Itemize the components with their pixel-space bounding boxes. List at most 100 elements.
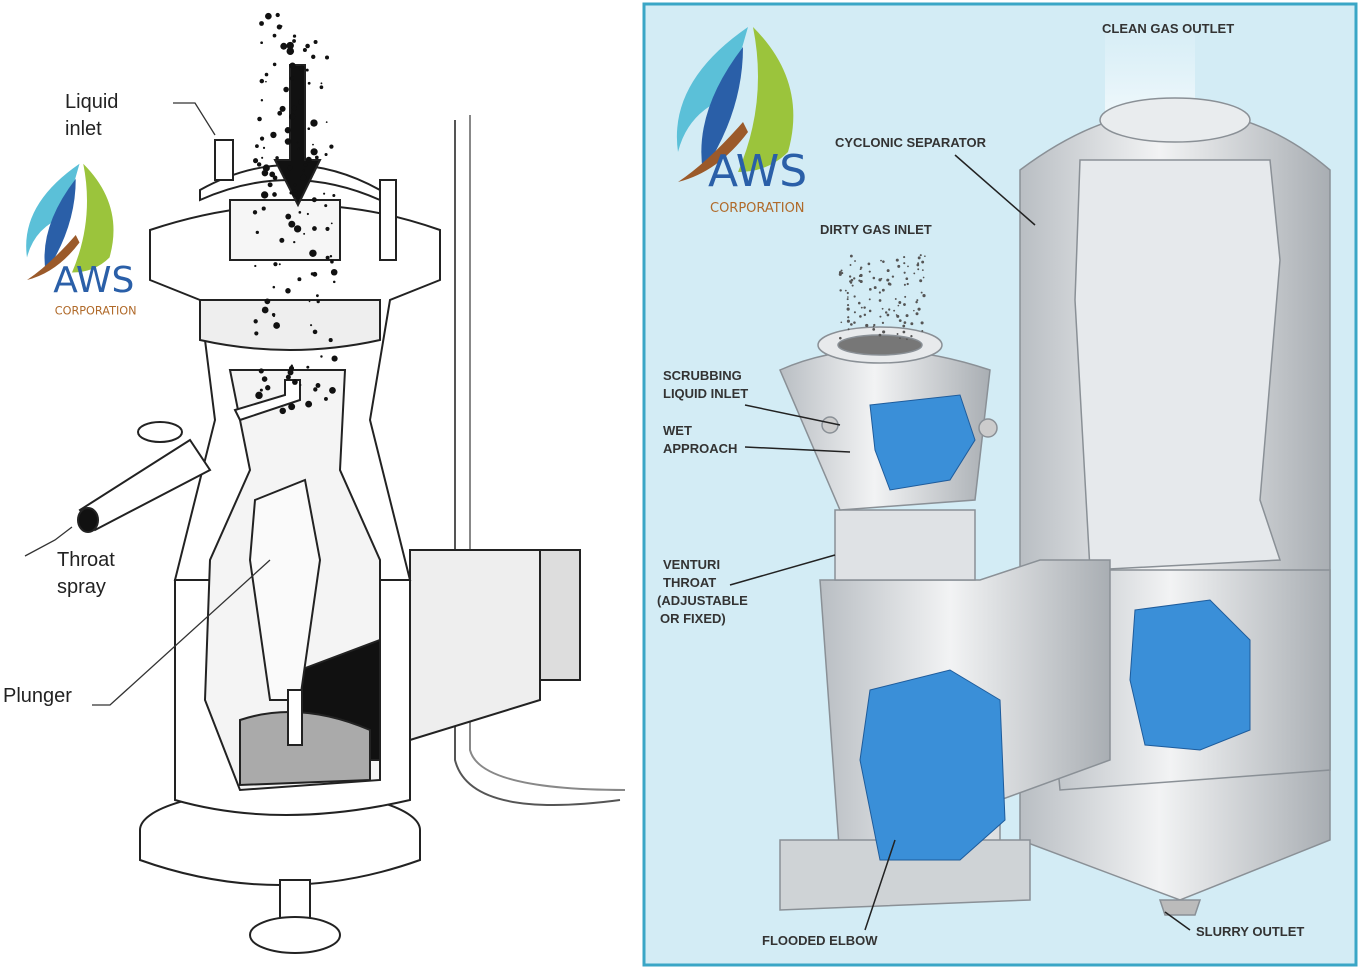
particle	[265, 80, 267, 83]
particle	[920, 321, 924, 325]
particle	[261, 156, 264, 159]
particle	[906, 338, 908, 341]
particle	[259, 136, 265, 141]
particle	[846, 304, 850, 307]
particle	[262, 146, 266, 149]
particle	[878, 333, 882, 337]
particle	[311, 197, 317, 203]
particle	[272, 285, 276, 289]
particle	[298, 65, 305, 72]
particle	[886, 313, 890, 317]
particle	[868, 270, 871, 273]
label-venturi-throat-line3: (ADJUSTABLE	[657, 593, 748, 608]
particle	[261, 306, 269, 314]
particle	[272, 62, 277, 67]
particle	[846, 298, 849, 301]
particle	[917, 307, 921, 311]
particle	[913, 309, 915, 312]
particle	[253, 319, 258, 324]
particle	[255, 230, 259, 235]
particle	[305, 43, 310, 49]
particle	[894, 298, 897, 300]
particle	[846, 291, 849, 295]
particle	[860, 266, 863, 269]
particle	[265, 385, 271, 391]
particle	[838, 272, 842, 276]
particle	[279, 407, 286, 415]
particle	[284, 138, 292, 145]
particle	[917, 256, 921, 260]
particle	[289, 113, 296, 120]
aws-logo-left: AWS CORPORATION	[26, 163, 137, 318]
particle	[895, 258, 899, 262]
particle	[858, 274, 862, 278]
particle	[879, 315, 882, 318]
particle	[873, 323, 876, 327]
label-wet-approach-line2: APPROACH	[663, 441, 737, 456]
particle	[264, 298, 271, 305]
label-venturi-throat: VENTURI	[663, 557, 720, 572]
particle	[312, 143, 314, 146]
particle	[902, 324, 906, 328]
particle	[844, 289, 847, 292]
particle	[907, 265, 909, 268]
particle	[316, 300, 320, 304]
particle-dots	[252, 12, 338, 415]
particle	[921, 260, 925, 264]
particle	[302, 169, 305, 172]
particle	[285, 374, 291, 380]
particle	[329, 254, 333, 258]
particle	[897, 304, 900, 307]
particle	[260, 41, 263, 45]
particle	[254, 264, 257, 268]
particle	[839, 289, 842, 292]
particle	[280, 25, 283, 28]
particle	[881, 321, 885, 325]
particle	[259, 21, 264, 26]
particle	[903, 262, 906, 265]
particle	[278, 263, 281, 266]
particle	[332, 193, 336, 197]
particle	[905, 277, 909, 281]
particle	[310, 119, 318, 127]
particle	[851, 284, 854, 287]
particle	[849, 264, 852, 266]
svg-text:AWS: AWS	[708, 146, 807, 197]
particle	[873, 286, 877, 290]
particle	[332, 280, 336, 284]
particle	[265, 12, 272, 20]
label-clean-gas-outlet: CLEAN GAS OUTLET	[1102, 21, 1234, 36]
particle	[887, 282, 891, 286]
particle	[319, 85, 324, 90]
particle	[293, 225, 302, 233]
particle	[303, 163, 308, 167]
particle	[279, 105, 286, 112]
particle	[330, 268, 338, 276]
particle	[258, 368, 264, 374]
particle	[289, 191, 293, 195]
particle	[324, 152, 328, 157]
particle	[850, 323, 853, 326]
particle	[272, 192, 277, 197]
particle	[277, 110, 283, 116]
particle	[882, 260, 885, 263]
svg-text:CORPORATION: CORPORATION	[55, 305, 137, 318]
particle	[307, 81, 311, 85]
particle	[847, 316, 850, 319]
particle	[292, 39, 296, 43]
particle	[264, 72, 269, 77]
label-throat-spray-line2: spray	[57, 576, 106, 598]
particle	[260, 99, 264, 102]
label-scrubbing-liquid-inlet: SCRUBBING	[663, 368, 742, 383]
particle	[287, 369, 294, 376]
particle	[273, 262, 278, 267]
particle	[310, 148, 318, 156]
label-slurry-outlet: SLURRY OUTLET	[1196, 924, 1304, 939]
particle	[839, 336, 842, 340]
particle	[904, 295, 907, 298]
label-flooded-elbow: FLOODED ELBOW	[762, 933, 878, 948]
particle	[261, 206, 266, 211]
svg-text:CORPORATION: CORPORATION	[710, 201, 805, 216]
particle	[310, 272, 314, 276]
